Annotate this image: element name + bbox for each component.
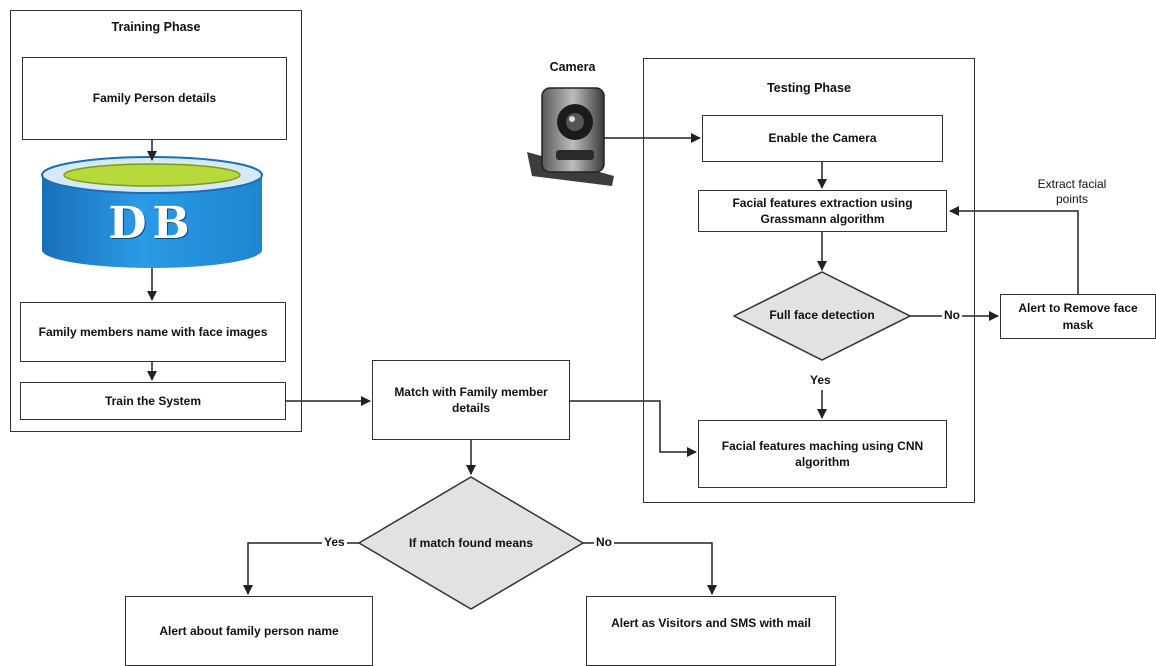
match-found-text: If match found means bbox=[408, 536, 533, 550]
family-members-with-images-box: Family members name with face images bbox=[20, 302, 286, 362]
database-cylinder bbox=[41, 156, 263, 268]
feature-matching-box: Facial features maching using CNN algori… bbox=[698, 420, 947, 488]
camera-label: Camera bbox=[549, 60, 596, 74]
train-system-box: Train the System bbox=[20, 382, 286, 420]
feature-extraction-box: Facial features extraction using Grassma… bbox=[698, 190, 947, 232]
arrow-match-to-cnn bbox=[570, 400, 697, 457]
detection-no-label: No bbox=[942, 308, 962, 322]
extract-facial-points-label: Extract facial points bbox=[1037, 177, 1107, 206]
alert-visitors-box: Alert as Visitors and SMS with mail bbox=[586, 596, 836, 666]
training-phase-frame bbox=[10, 10, 302, 432]
decision-no-label: No bbox=[594, 535, 614, 549]
arrow-extract-points-loop bbox=[949, 206, 1079, 294]
alert-family-name-box: Alert about family person name bbox=[125, 596, 373, 666]
db-label: DB bbox=[108, 197, 196, 249]
testing-phase-frame bbox=[643, 58, 975, 503]
family-person-details-box: Family Person details bbox=[22, 57, 287, 140]
full-face-detection-text: Full face detection bbox=[769, 308, 875, 322]
detection-yes-label: Yes bbox=[808, 373, 833, 387]
decision-yes-label: Yes bbox=[322, 535, 347, 549]
camera-icon bbox=[527, 87, 614, 186]
enable-camera-box: Enable the Camera bbox=[702, 115, 943, 162]
training-phase-title: Training Phase bbox=[111, 20, 201, 34]
match-found-diamond bbox=[357, 476, 585, 610]
arrow-decision-yes bbox=[243, 542, 359, 595]
remove-mask-alert-box: Alert to Remove face mask bbox=[1000, 294, 1156, 339]
match-family-box: Match with Family member details bbox=[372, 360, 570, 440]
testing-phase-title: Testing Phase bbox=[767, 81, 851, 95]
arrow-decision-no bbox=[583, 542, 717, 595]
full-face-detection-diamond bbox=[732, 271, 912, 361]
